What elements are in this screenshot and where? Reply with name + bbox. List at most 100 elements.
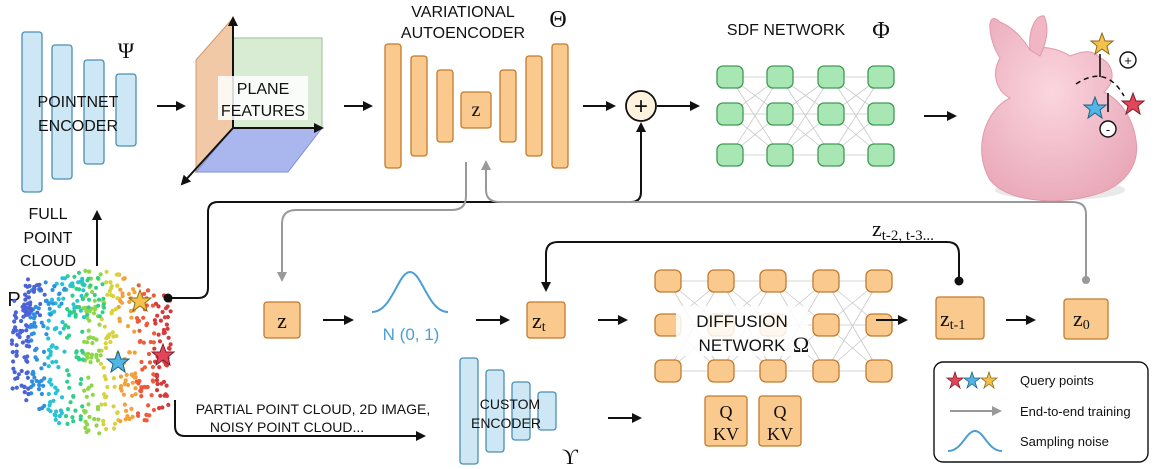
cloud-point — [54, 281, 59, 286]
point-cloud — [9, 268, 173, 436]
cloud-point — [92, 298, 97, 303]
cloud-point — [136, 283, 141, 288]
gaussian-noise-curve — [371, 270, 449, 313]
pointnet-layer — [21, 31, 43, 193]
qkv-box — [758, 395, 802, 447]
arrow-query-to-sum — [168, 122, 646, 299]
cloud-point — [137, 378, 142, 384]
cloud-point — [68, 400, 73, 405]
cloud-point — [86, 385, 91, 390]
cloud-point — [126, 291, 131, 297]
cloud-point — [10, 350, 15, 355]
cloud-point — [22, 302, 27, 307]
vae-layer — [384, 43, 402, 169]
cloud-point — [166, 402, 171, 407]
cloud-point — [54, 326, 59, 331]
cloud-point — [132, 290, 137, 295]
plus-sign-icon — [1119, 51, 1137, 69]
cloud-point — [61, 296, 66, 301]
cloud-point — [42, 403, 47, 408]
pointnet-layer — [83, 59, 105, 165]
cloud-point — [132, 375, 137, 380]
cloud-point — [132, 350, 137, 355]
cloud-point — [132, 329, 137, 334]
cloud-point — [48, 312, 53, 317]
cloud-point — [19, 383, 24, 388]
cloud-point — [148, 339, 153, 345]
cloud-point — [161, 327, 166, 333]
partial-label-1: PARTIAL POINT CLOUD, 2D IMAGE, — [196, 401, 430, 417]
cloud-point — [111, 426, 117, 431]
cloud-point — [115, 283, 120, 288]
cloud-point — [85, 278, 90, 283]
qkv-block-2: Q KV — [758, 395, 802, 447]
cloud-point — [77, 287, 82, 292]
cloud-point — [107, 332, 112, 337]
custom-layer — [459, 357, 479, 465]
cloud-point — [129, 406, 134, 411]
cloud-point — [72, 305, 77, 310]
cloud-point — [57, 414, 62, 419]
vae-label-1: VARIATIONAL — [411, 4, 515, 21]
cloud-point — [46, 364, 51, 369]
vae-layer — [410, 55, 428, 157]
plane-label-1: PLANE — [237, 81, 289, 98]
cloud-point — [136, 318, 142, 323]
cloud-point — [31, 331, 36, 336]
network-node — [766, 143, 794, 167]
network-node — [759, 269, 787, 293]
cloud-point — [97, 297, 101, 302]
cloud-point — [116, 272, 121, 277]
cloud-point — [133, 392, 138, 397]
cloud-point — [65, 368, 70, 373]
vae-latent-z — [460, 91, 492, 129]
arrow-denoise-loop — [541, 241, 960, 292]
cloud-point — [150, 378, 155, 383]
cloud-point — [102, 305, 106, 310]
cloud-point — [37, 282, 42, 287]
legend-box — [933, 361, 1149, 463]
cloud-point — [79, 377, 84, 382]
cloud-point — [165, 314, 170, 320]
cloud-point — [51, 398, 56, 403]
cloud-point — [21, 314, 26, 319]
star-red-icon — [150, 342, 176, 367]
network-node — [716, 143, 744, 167]
sum-circle — [625, 90, 657, 122]
cloud-point — [26, 277, 30, 282]
cloud-point — [121, 276, 126, 281]
cloud-point — [76, 270, 82, 275]
cloud-point — [96, 303, 101, 308]
cloud-point — [53, 391, 58, 396]
cloud-point — [38, 313, 42, 318]
cloud-point — [57, 304, 62, 309]
cloud-point — [26, 386, 31, 391]
cloud-point — [12, 319, 17, 324]
cloud-point — [60, 282, 65, 287]
network-node — [766, 65, 794, 89]
psi-symbol: Ψ — [118, 38, 135, 63]
cloud-point — [87, 309, 92, 314]
legend-sampling-noise: Sampling noise — [1020, 434, 1109, 449]
cloud-point — [32, 375, 37, 380]
cloud-point — [78, 414, 83, 419]
cloud-point — [98, 272, 103, 277]
cloud-point — [34, 357, 40, 362]
cloud-point — [50, 288, 55, 292]
cloud-point — [159, 381, 164, 386]
cloud-point — [26, 391, 31, 397]
cloud-point — [28, 306, 33, 311]
cloud-point — [67, 313, 72, 318]
cloud-point — [14, 385, 19, 390]
cloud-point — [87, 297, 91, 302]
cloud-point — [24, 398, 29, 403]
network-node — [865, 313, 893, 337]
cloud-point — [97, 348, 102, 353]
network-node — [716, 102, 744, 126]
cloud-point — [50, 360, 55, 365]
cloud-point — [32, 314, 38, 319]
cloud-point — [80, 279, 85, 284]
cloud-point — [136, 413, 141, 418]
network-node — [759, 359, 787, 383]
cloud-point — [90, 289, 95, 295]
